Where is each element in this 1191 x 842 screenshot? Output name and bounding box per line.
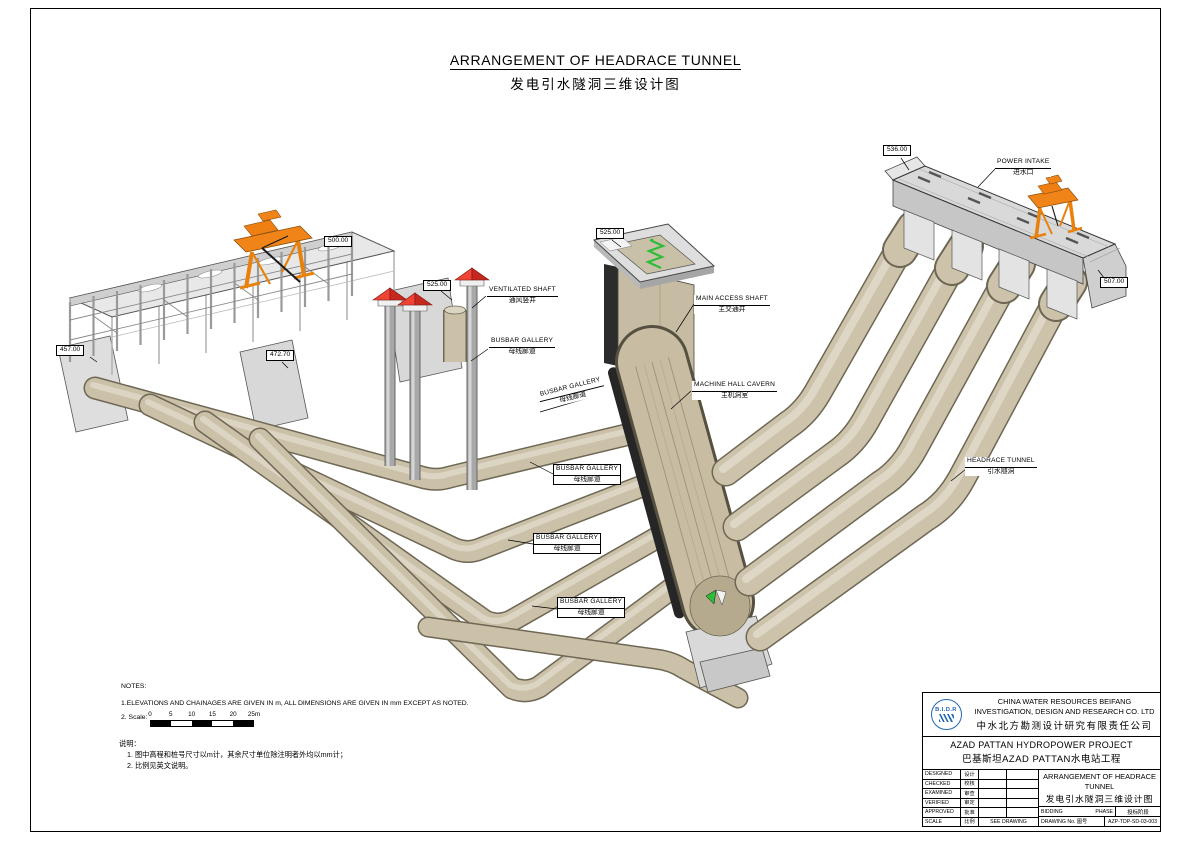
gantry-crane-intake xyxy=(1027,174,1083,240)
bidr-logo-text: B.I.D.R xyxy=(935,707,957,713)
notes-cn-heading: 说明： xyxy=(119,739,141,748)
scale-bar: 0 5 10 15 20 25m xyxy=(148,711,261,729)
scale-bar-ticks: 0 5 10 15 20 25m xyxy=(148,711,261,718)
row-approved: APPROVED 批准 xyxy=(923,808,1038,818)
sheet-border xyxy=(30,8,1161,832)
row-examined: EXAMINED 审查 xyxy=(923,789,1038,799)
company-name-en-2: INVESTIGATION, DESIGN AND RESEARCH CO. L… xyxy=(974,706,1155,716)
project-name-cn: 巴基斯坦AZAD PATTAN水电站工程 xyxy=(962,754,1121,765)
power-intake-structure xyxy=(884,156,1127,320)
drawing-title-cn: 发电引水隧洞三维设计图 xyxy=(510,77,681,92)
title-block-grid: DESIGNED 设计 CHECKED 校核 EXAMINED 审查 VERIF… xyxy=(923,770,1160,826)
row-verified: VERIFIED 审定 xyxy=(923,798,1038,808)
row-checked: CHECKED 校核 xyxy=(923,779,1038,789)
drawing-no-label: DRAWING No. 图号 xyxy=(1039,817,1105,826)
drawing-title-en: ARRANGEMENT OF HEADRACE TUNNEL xyxy=(449,52,742,70)
title-block: B.I.D.R CHINA WATER RESOURCES BEIFANG IN… xyxy=(922,692,1161,827)
notes-chinese: 说明： 1. 图中高程和桩号尺寸以m计，其余尺寸单位除注明者外均以mm计； 2.… xyxy=(119,738,539,771)
ventilated-shafts xyxy=(372,267,490,490)
row-scale: SCALE 比例 SEE DRAWING xyxy=(923,817,1038,826)
elevation-vent-shaft: 525.00 xyxy=(423,280,452,291)
drawing-number-row: DRAWING No. 图号 AZP-TDP-SD-03-003 xyxy=(1039,817,1160,826)
scale-value: SEE DRAWING xyxy=(990,818,1027,825)
sheet-title-cn: 发电引水隧洞三维设计图 xyxy=(1045,794,1154,805)
label-main-access-shaft: MAIN ACCESS SHAFT 主交通井 xyxy=(694,295,770,315)
phase-label: PHASE xyxy=(1095,808,1113,815)
note-cn-2: 2. 比例见英文说明。 xyxy=(127,761,193,771)
project-name-en: AZAD PATTAN HYDROPOWER PROJECT xyxy=(950,740,1133,750)
drawing-no-value: AZP-TDP-SD-03-003 xyxy=(1107,818,1157,825)
busbar-gallery-tubes xyxy=(83,376,749,709)
elevation-access-shaft: 525.00 xyxy=(596,228,625,239)
elevation-intake-deck: 536.00 xyxy=(883,145,912,156)
bidding-label: BIDDING xyxy=(1041,808,1063,815)
row-designed: DESIGNED 设计 xyxy=(923,770,1038,780)
signature-table: DESIGNED 设计 CHECKED 校核 EXAMINED 审查 VERIF… xyxy=(923,770,1039,826)
bidr-logo-circle: B.I.D.R xyxy=(930,699,962,730)
company-name: CHINA WATER RESOURCES BEIFANG INVESTIGAT… xyxy=(969,693,1160,736)
label-busbar-gallery-top: BUSBAR GALLERY 母线廊道 xyxy=(489,337,556,357)
elevation-outlet-base: 457.00 xyxy=(56,345,85,356)
title-block-company-row: B.I.D.R CHINA WATER RESOURCES BEIFANG IN… xyxy=(923,693,1160,737)
scale-bar-segments xyxy=(150,720,254,727)
note-1: 1.ELEVATIONS AND CHAINAGES ARE GIVEN IN … xyxy=(121,699,469,707)
title-block-right: ARRANGEMENT OF HEADRACE TUNNEL 发电引水隧洞三维设… xyxy=(1039,770,1160,826)
note-2: 2. Scale: xyxy=(121,714,148,722)
label-busbar-gallery-4: BUSBAR GALLERY 母线廊道 xyxy=(557,597,626,619)
bidr-logo: B.I.D.R xyxy=(923,693,969,736)
project-name-row: AZAD PATTAN HYDROPOWER PROJECT 巴基斯坦AZAD … xyxy=(923,737,1160,770)
sheet-title-en: ARRANGEMENT OF HEADRACE TUNNEL xyxy=(1043,772,1156,791)
label-busbar-gallery-3: BUSBAR GALLERY 母线廊道 xyxy=(533,533,602,555)
bidr-logo-stripes xyxy=(938,714,954,722)
bidding-phase-row: BIDDING PHASE 投标阶段 xyxy=(1039,807,1160,817)
drawing-title: ARRANGEMENT OF HEADRACE TUNNEL 发电引水隧洞三维设… xyxy=(0,52,1191,93)
gantry-crane-left xyxy=(233,209,315,290)
elevation-outlet-mid: 472.70 xyxy=(266,350,295,361)
label-machine-hall-cavern: MACHINE HALL CAVERN 主机洞室 xyxy=(692,381,778,401)
sheet-title-cell: ARRANGEMENT OF HEADRACE TUNNEL 发电引水隧洞三维设… xyxy=(1039,770,1160,807)
company-name-en-1: CHINA WATER RESOURCES BEIFANG xyxy=(997,697,1132,706)
company-name-cn: 中水北方勘测设计研究有限责任公司 xyxy=(976,721,1153,733)
label-busbar-gallery-2: BUSBAR GALLERY 母线廊道 xyxy=(553,464,622,486)
label-ventilated-shaft: VENTILATED SHAFT 通风竖井 xyxy=(487,286,558,306)
label-power-intake: POWER INTAKE 进水口 xyxy=(995,158,1052,178)
note-cn-1: 1. 图中高程和桩号尺寸以m计，其余尺寸单位除注明者外均以mm计； xyxy=(127,750,348,760)
label-headrace-tunnel: HEADRACE TUNNEL 引水隧洞 xyxy=(965,457,1037,477)
notes-english: NOTES: 1.ELEVATIONS AND CHAINAGES ARE GI… xyxy=(121,682,681,723)
outlet-gantry-structure xyxy=(57,231,463,433)
elevation-intake-base: 507.00 xyxy=(1100,277,1129,288)
notes-heading: NOTES: xyxy=(121,683,147,690)
phase-cn: 投标阶段 xyxy=(1127,809,1149,816)
elevation-outlet-deck: 500.00 xyxy=(324,236,353,247)
